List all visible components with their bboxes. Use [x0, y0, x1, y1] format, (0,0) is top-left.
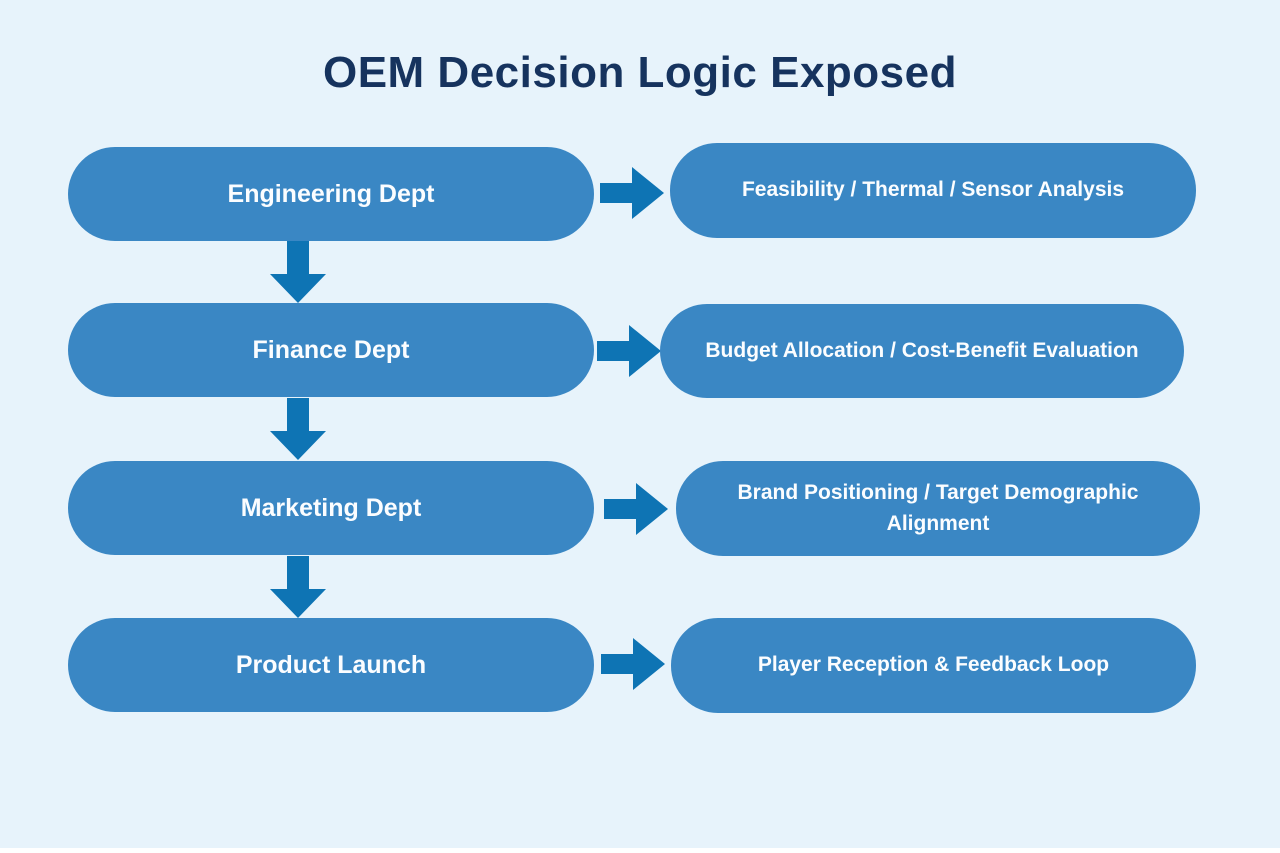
- node-label: Engineering Dept: [227, 179, 435, 208]
- node-label: Finance Dept: [252, 335, 410, 364]
- right-arrow-icon: [604, 483, 668, 535]
- node-label: Budget Allocation / Cost-Benefit Evaluat…: [705, 338, 1139, 362]
- outcome-node-brand-positioning: Brand Positioning / Target Demographic A…: [676, 461, 1200, 556]
- page-title: OEM Decision Logic Exposed: [322, 48, 957, 97]
- down-arrow-icon: [270, 241, 326, 303]
- right-arrow-icon: [600, 167, 664, 219]
- flow-node-finance-dept: Finance Dept: [68, 303, 594, 397]
- flow-node-product-launch: Product Launch: [68, 618, 594, 712]
- flow-node-marketing-dept: Marketing Dept: [68, 461, 594, 555]
- outcome-node-player-reception: Player Reception & Feedback Loop: [671, 618, 1196, 713]
- right-arrow-icon: [601, 638, 665, 690]
- right-arrow-icon: [597, 325, 661, 377]
- node-label: Player Reception & Feedback Loop: [757, 653, 1110, 677]
- node-label: Marketing Dept: [240, 493, 422, 522]
- outcome-node-budget: Budget Allocation / Cost-Benefit Evaluat…: [660, 304, 1184, 398]
- down-arrow-icon: [270, 556, 326, 618]
- node-label: Feasibility / Thermal / Sensor Analysis: [741, 178, 1125, 202]
- down-arrow-icon: [270, 398, 326, 460]
- flow-node-engineering-dept: Engineering Dept: [68, 147, 594, 241]
- node-label: Brand Positioning / Target Demographic A…: [737, 481, 1139, 535]
- node-label: Product Launch: [235, 650, 427, 679]
- bottom-margin-strip: [0, 848, 1280, 853]
- outcome-node-feasibility: Feasibility / Thermal / Sensor Analysis: [670, 143, 1196, 238]
